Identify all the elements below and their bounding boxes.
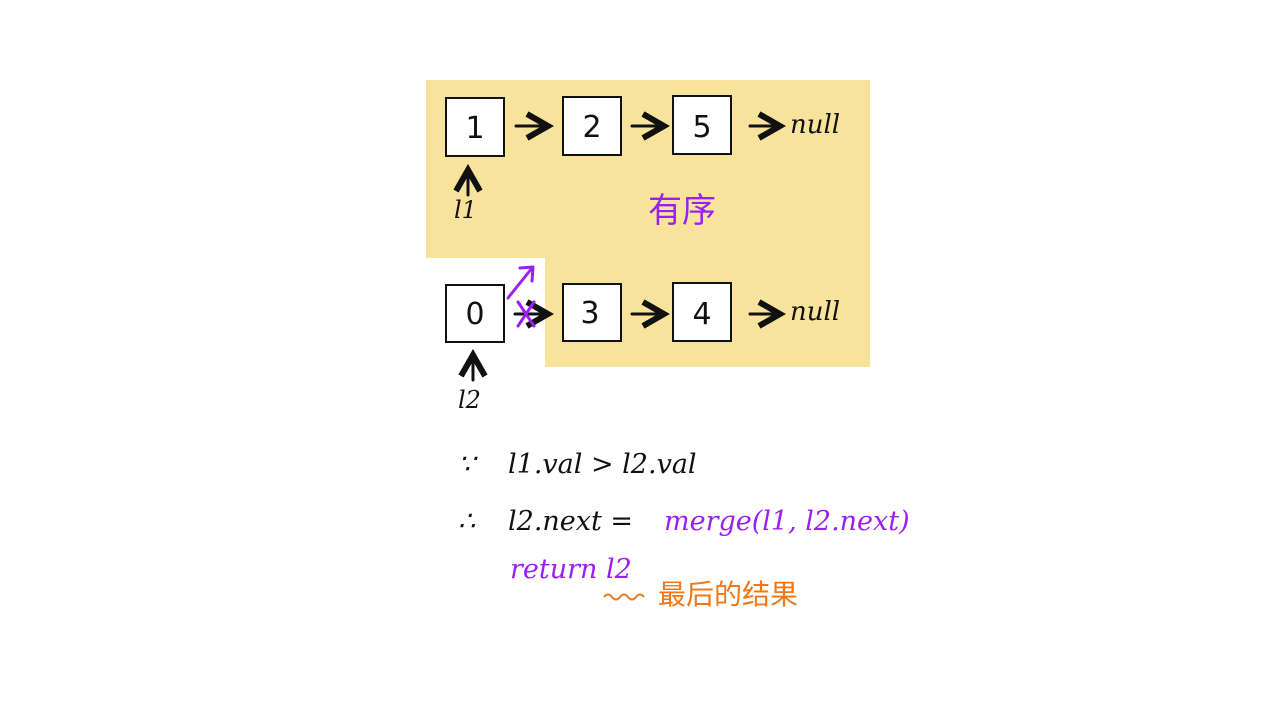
sorted-region [426,80,870,367]
result-note: 最后的结果 [658,578,798,611]
l1-pointer-label: l1 [454,196,477,224]
list1-node-0-value: 1 [465,111,484,146]
redirect-arrow-head [518,265,535,283]
list2-node-0-value: 0 [465,297,484,332]
sorted-region-label: 有序 [648,191,716,231]
list1-null: null [790,110,840,140]
list2-node-2: 4 [672,282,732,342]
list1-node-1: 2 [562,96,622,156]
crossed-link-mark [516,300,536,328]
list1-node-2: 5 [672,95,732,155]
because-symbol: ∵ [458,449,478,480]
redirect-arrow [506,266,534,300]
return-statement: return l2 [510,554,632,585]
because-condition: l1.val > l2.val [508,449,697,480]
therefore-symbol: ∴ [458,506,476,537]
list2-node-2-value: 4 [692,297,711,332]
list1-node-0: 1 [445,97,505,157]
list2-node-1: 3 [562,283,622,342]
result-squiggle [603,593,645,601]
list2-node-0: 0 [445,284,505,343]
recursive-merge-call: merge(l1, l2.next) [664,506,910,537]
therefore-lhs: l2.next = [508,506,633,537]
list1-node-2-value: 5 [692,110,711,145]
list2-null: null [790,297,840,327]
list2-node-1-value: 3 [580,296,599,331]
list1-node-1-value: 2 [582,110,601,145]
l2-pointer-label: l2 [458,386,481,414]
